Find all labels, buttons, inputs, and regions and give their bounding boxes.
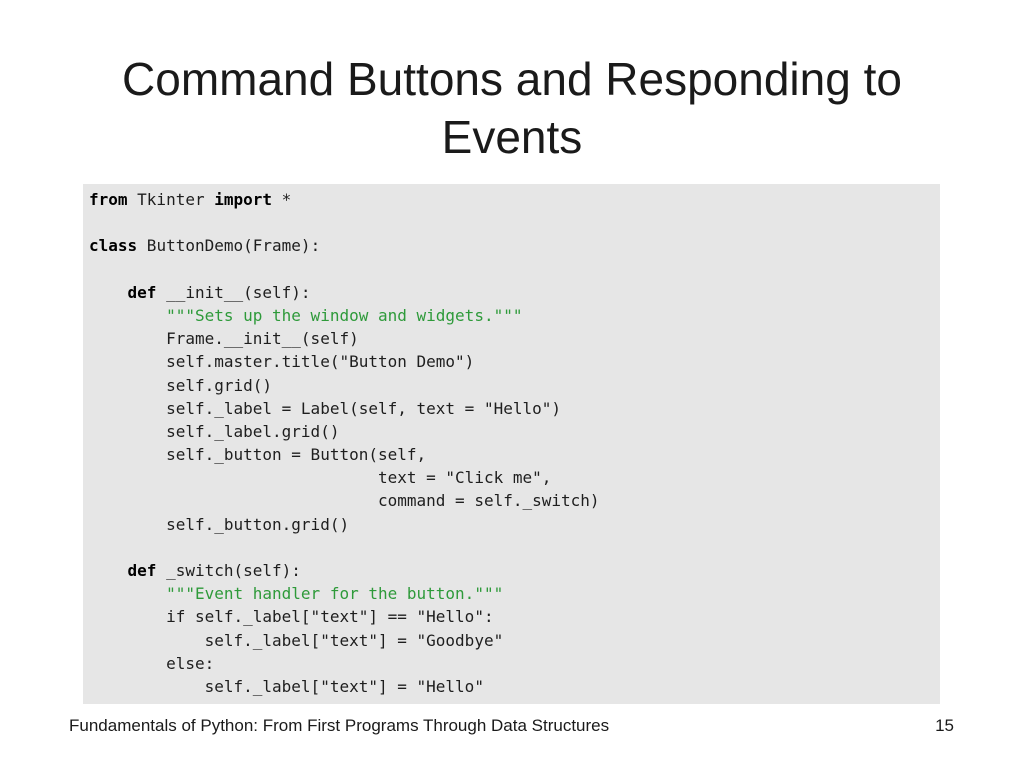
code-line: self._button = Button(self, [89,445,427,465]
code-listing: from Tkinter import *​class ButtonDemo(F… [83,184,940,704]
code-indent [89,283,128,302]
code-keyword: from [89,190,128,209]
code-line: Frame.__init__(self) [89,329,359,349]
page-number: 15 [935,716,954,735]
code-line: def __init__(self): [89,281,940,304]
code-line: def _switch(self): [89,559,940,582]
code-line: self._label = Label(self, text = "Hello"… [89,398,562,418]
code-keyword: def [127,561,157,580]
code-text: _switch(self): [156,561,301,580]
code-line: from Tkinter import * [89,188,940,211]
code-line: """Sets up the window and widgets.""" [89,304,940,327]
code-keyword: import [214,190,273,209]
slide-title: Command Buttons and Responding to Events [40,50,984,166]
code-line: """Event handler for the button.""" [89,582,940,605]
code-text: Tkinter [127,190,215,209]
code-docstring: """Sets up the window and widgets.""" [166,305,523,325]
code-line: if self._label["text"] == "Hello": [89,607,494,627]
slide-title-line2: Events [441,111,583,163]
code-line: ​ [89,211,940,234]
code-line: ​ [89,258,940,281]
code-line: self._label["text"] = "Hello" [89,676,484,696]
code-keyword: class [89,236,138,256]
code-line: self._button.grid() [89,514,350,534]
footer-book-title: Fundamentals of Python: From First Progr… [69,716,610,735]
code-line: command = self._switch) [89,491,600,511]
code-line: self._label["text"] = "Goodbye" [89,630,504,650]
code-line: self.master.title("Button Demo") [89,352,475,372]
code-line: text = "Click me", [89,468,552,488]
code-docstring: """Event handler for the button.""" [166,584,504,604]
code-keyword: def [127,282,157,302]
code-indent [89,561,128,580]
code-line: class ButtonDemo(Frame): [89,234,940,257]
code-indent [89,306,166,325]
code-line: self._label.grid() [89,421,340,441]
slide-title-line1: Command Buttons and Responding to [122,53,902,105]
code-text: __init__(self): [156,282,311,302]
code-indent [89,584,166,603]
code-line: self.grid() [89,375,273,395]
code-text: ButtonDemo(Frame): [137,236,321,256]
code-line: else: [89,653,215,673]
code-text: * [272,190,292,209]
code-line: ​ [89,536,940,559]
